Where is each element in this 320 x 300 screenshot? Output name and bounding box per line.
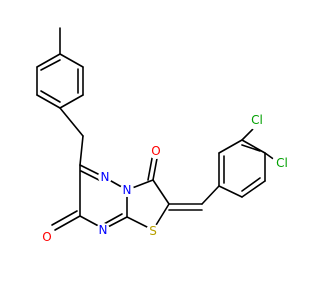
atom-sulfur-1: S [149,224,157,238]
atom-nitrogen-2: N [123,183,132,197]
o1-background [148,143,164,159]
cl1-background [247,110,267,130]
n1-background [98,170,112,184]
atom-oxygen-2: O [42,230,51,244]
n2-background [120,183,134,197]
atom-labels: Cl Cl O O N N N S [39,110,292,245]
o2-background [39,229,55,245]
atom-nitrogen-3: N [99,223,108,237]
atom-chlorine-1: Cl [251,113,263,127]
s1-background [146,224,160,238]
molecule-structure: Cl Cl O O N N N S [36,27,292,245]
n3-background [96,223,110,237]
bond-lines [36,27,280,231]
atom-nitrogen-1: N [101,170,110,184]
atom-chlorine-2: Cl [276,156,288,170]
cl2-background [272,153,292,173]
atom-oxygen-1: O [151,144,160,158]
